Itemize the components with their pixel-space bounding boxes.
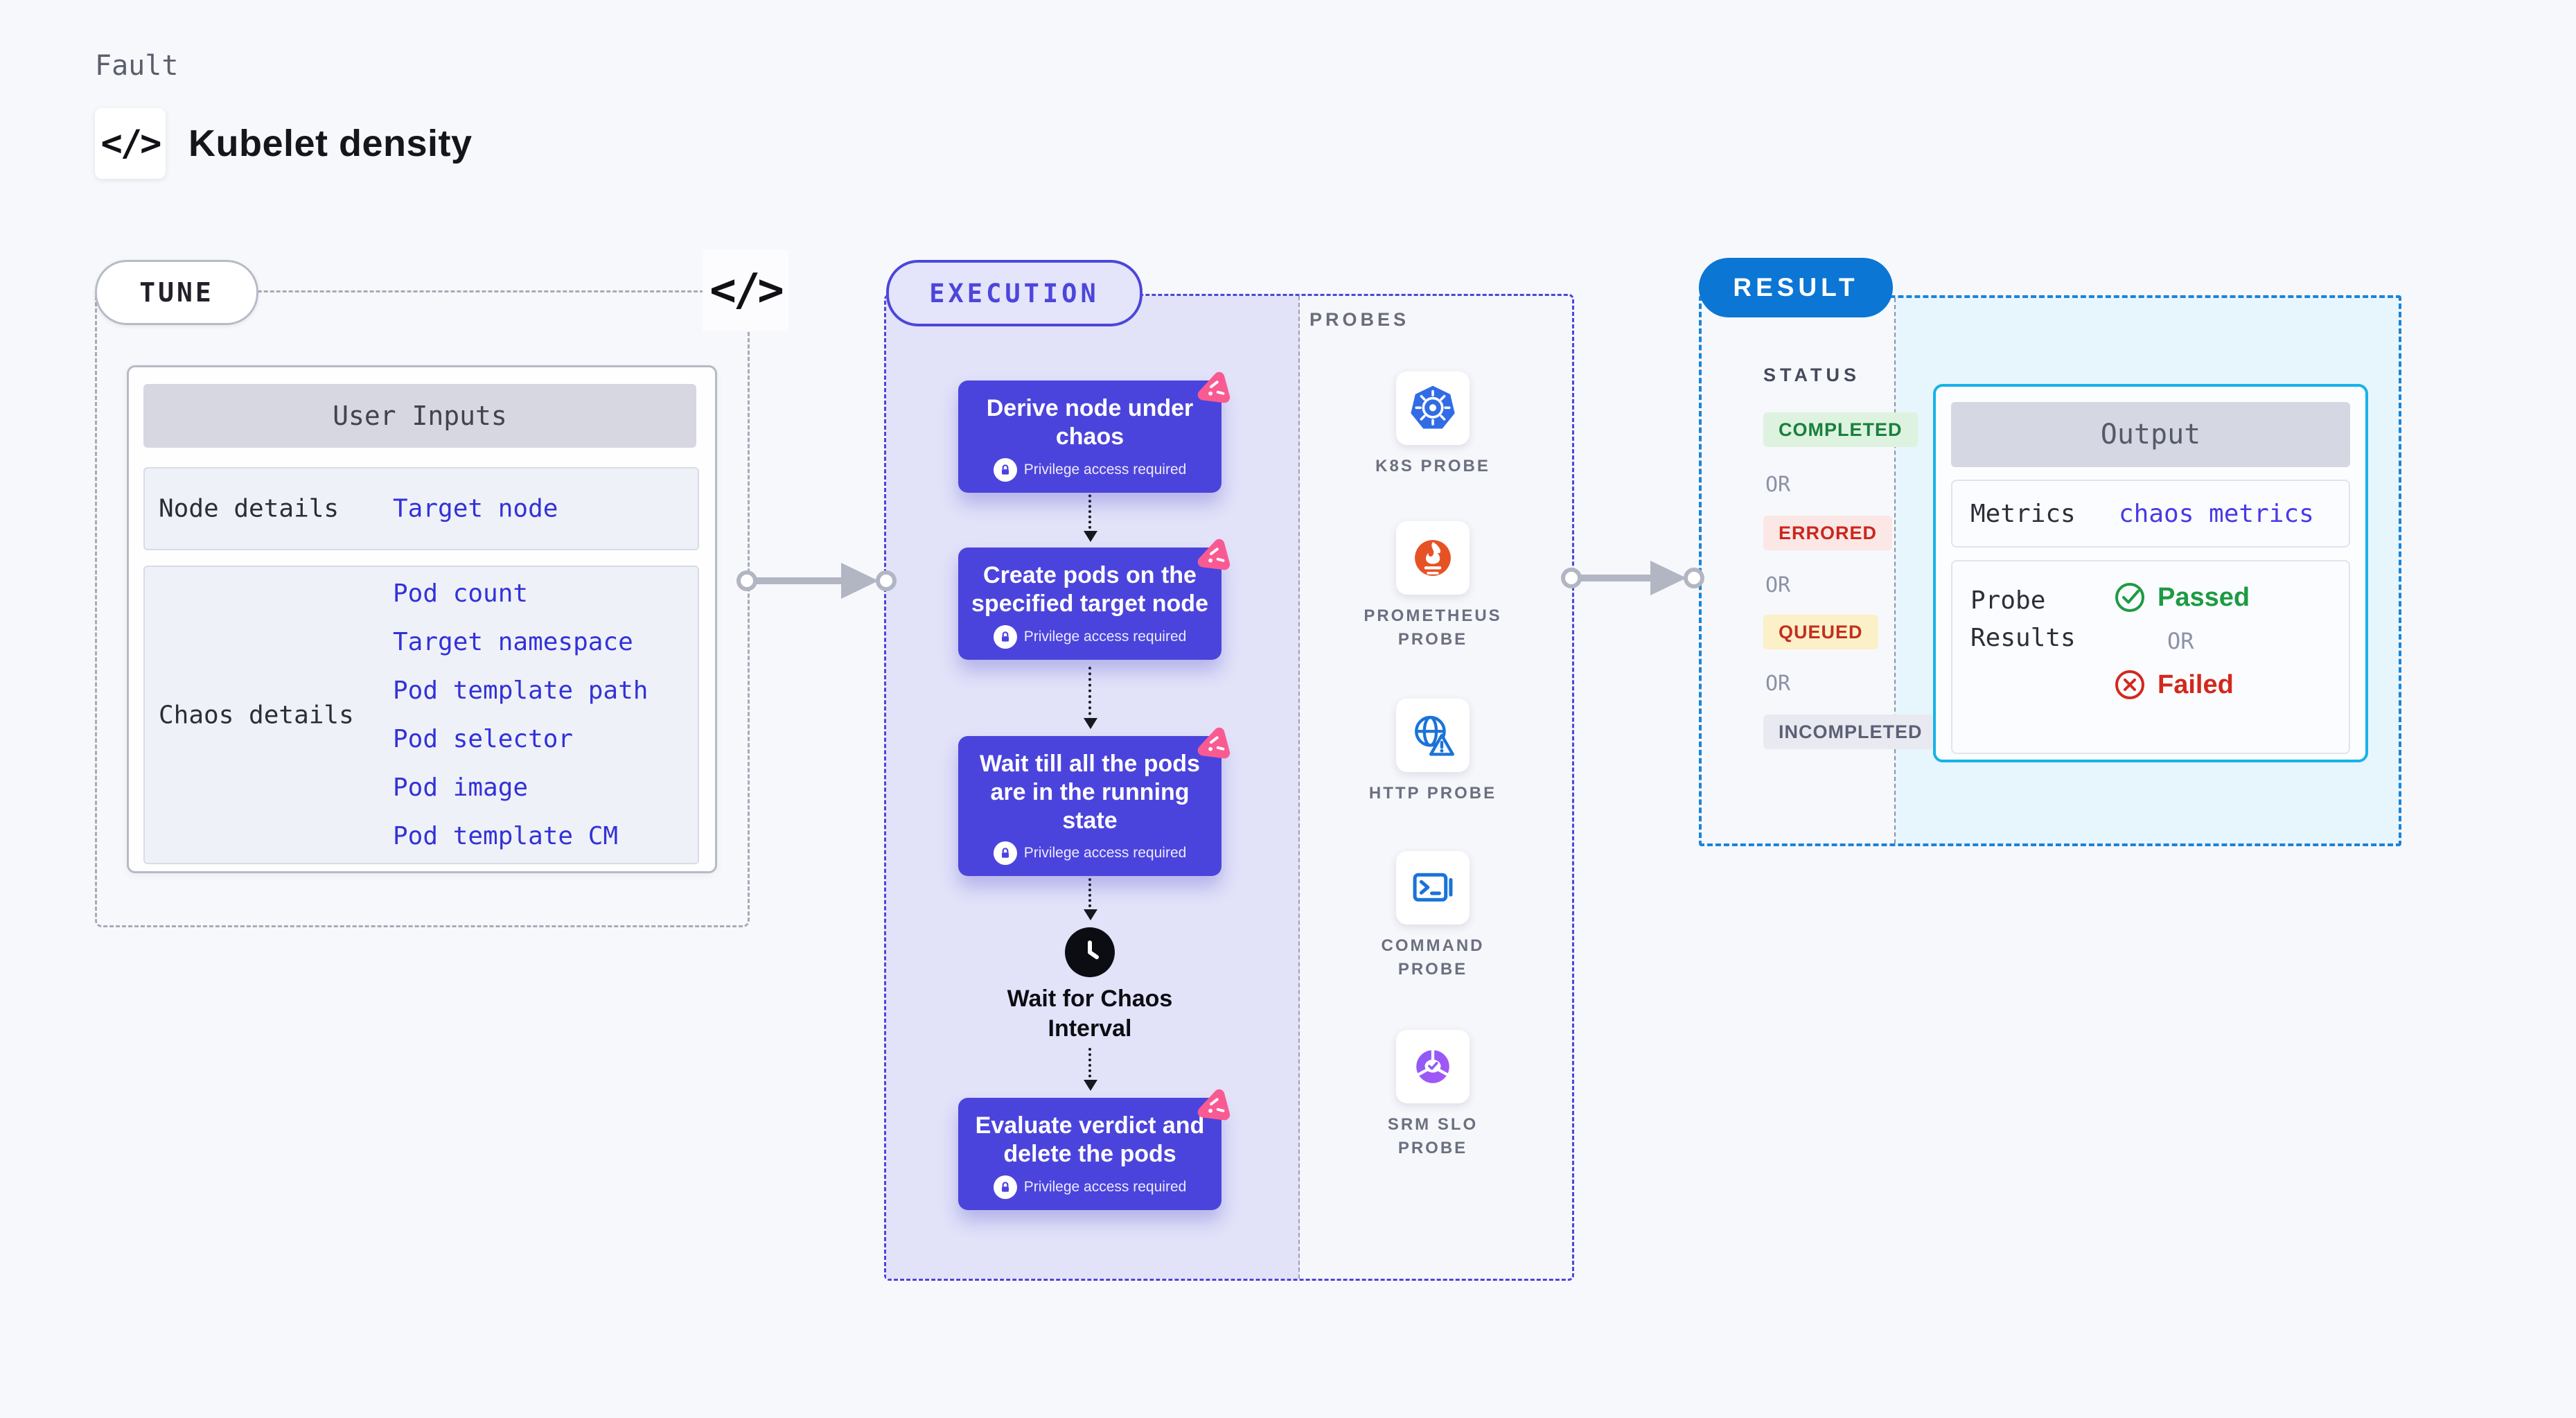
arrow-execution-to-result <box>1561 561 1704 595</box>
x-circle-icon <box>2115 670 2144 699</box>
privilege-label: Privilege access required <box>1023 628 1187 645</box>
chaos-logo-icon <box>1197 371 1230 403</box>
privilege-label: Privilege access required <box>1023 1178 1187 1195</box>
probes-title: PROBES <box>1309 309 1410 330</box>
lock-icon <box>993 624 1017 649</box>
passed-verdict: Passed <box>2113 581 2250 614</box>
chaos-logo-icon <box>1197 727 1230 759</box>
probe-results-label: Probe Results <box>1970 586 2076 652</box>
node-details-row: Node details Target node <box>143 467 699 550</box>
step-connector <box>1084 1048 1097 1091</box>
or-label: OR <box>1765 672 1791 696</box>
k8s-probe-icon <box>1396 371 1470 445</box>
lock-icon <box>993 1175 1017 1199</box>
pod-count-link[interactable]: Pod count <box>393 579 529 608</box>
step-evaluate-verdict: Evaluate verdict and delete the pods Pri… <box>958 1089 1230 1210</box>
tune-pill: TUNE <box>95 260 258 325</box>
status-badge-errored: ERRORED <box>1763 516 1893 550</box>
chaos-details-row: Chaos details Pod count Target namespace… <box>143 566 699 864</box>
or-label: OR <box>2167 628 2194 654</box>
status-badge-queued: QUEUED <box>1763 615 1878 649</box>
user-inputs-header: User Inputs <box>143 384 696 448</box>
srm-slo-probe-icon <box>1396 1030 1470 1103</box>
clock-icon <box>1065 927 1115 977</box>
output-header: Output <box>1951 402 2350 467</box>
lock-icon <box>993 841 1017 866</box>
wait-for-chaos-interval-label: Wait for Chaos Interval <box>1007 986 1173 1042</box>
http-probe-icon <box>1396 699 1470 772</box>
step-derive-node: Derive node under chaos Privilege access… <box>958 371 1230 493</box>
http-probe-label: HTTP PROBE <box>1368 784 1497 803</box>
privilege-row: Privilege access required <box>967 624 1213 649</box>
command-probe-icon <box>1396 851 1470 925</box>
page-title: Kubelet density <box>188 123 473 164</box>
step-wait-pods-running: Wait till all the pods are in the runnin… <box>958 727 1230 877</box>
metrics-label: Metrics <box>1970 499 2076 528</box>
arrow-tune-to-execution <box>736 563 897 599</box>
privilege-row: Privilege access required <box>967 457 1213 482</box>
probe-results-row: Probe Results Passed OR Failed <box>1951 560 2350 754</box>
target-namespace-link[interactable]: Target namespace <box>393 628 633 656</box>
status-badge-completed: COMPLETED <box>1763 412 1918 447</box>
step-title: Wait till all the pods are in the runnin… <box>980 751 1200 834</box>
step-title: Create pods on the specified target node <box>971 562 1208 617</box>
or-label: OR <box>1765 473 1791 497</box>
privilege-label: Privilege access required <box>1023 461 1187 478</box>
node-details-label: Node details <box>159 494 339 523</box>
check-circle-icon <box>2115 583 2144 612</box>
chaos-details-label: Chaos details <box>159 701 354 729</box>
step-connector <box>1084 868 1097 920</box>
passed-label: Passed <box>2158 582 2250 612</box>
execution-pill: EXECUTION <box>886 260 1143 326</box>
output-card: Output Metrics chaos metrics Probe Resul… <box>1933 384 2368 762</box>
pod-image-link[interactable]: Pod image <box>393 773 529 802</box>
step-title: Evaluate verdict and delete the pods <box>975 1112 1205 1167</box>
privilege-label: Privilege access required <box>1023 845 1187 861</box>
chaos-logo-icon <box>1197 539 1230 570</box>
pod-template-cm-link[interactable]: Pod template CM <box>393 822 619 850</box>
failed-verdict: Failed <box>2113 668 2250 701</box>
step-create-pods: Create pods on the specified target node… <box>958 539 1230 660</box>
privilege-row: Privilege access required <box>967 1175 1213 1199</box>
chaos-logo-icon <box>1197 1089 1230 1121</box>
chaos-metrics-link[interactable]: chaos metrics <box>2119 499 2314 528</box>
k8s-probe-label: K8S PROBE <box>1375 457 1490 475</box>
lock-icon <box>993 457 1017 482</box>
step-title: Derive node under chaos <box>986 395 1194 450</box>
pod-template-path-link[interactable]: Pod template path <box>393 676 649 705</box>
pod-selector-link[interactable]: Pod selector <box>393 725 574 753</box>
tune-section-box <box>95 290 750 927</box>
result-pill: RESULT <box>1699 258 1893 317</box>
step-connector <box>1084 667 1097 729</box>
status-badge-incompleted: INCOMPLETED <box>1763 715 1938 749</box>
target-node-link[interactable]: Target node <box>393 494 558 523</box>
chaos-links-list: Pod count Target namespace Pod template … <box>393 567 648 863</box>
privilege-row: Privilege access required <box>967 841 1213 866</box>
fault-kicker: Fault <box>95 50 179 82</box>
prometheus-probe-icon <box>1396 521 1470 595</box>
failed-label: Failed <box>2158 669 2234 699</box>
code-icon-glyph: </> <box>709 265 784 316</box>
status-title: STATUS <box>1763 365 1860 385</box>
code-icon: </> <box>95 108 166 179</box>
probe-results-verdicts: Passed OR Failed <box>2113 581 2250 701</box>
or-label: OR <box>1765 573 1791 597</box>
code-icon-glyph: </> <box>100 123 162 164</box>
result-divider <box>1894 298 1896 843</box>
tune-code-icon: </> <box>703 250 788 331</box>
step-connector <box>1084 489 1097 542</box>
metrics-row: Metrics chaos metrics <box>1951 480 2350 548</box>
